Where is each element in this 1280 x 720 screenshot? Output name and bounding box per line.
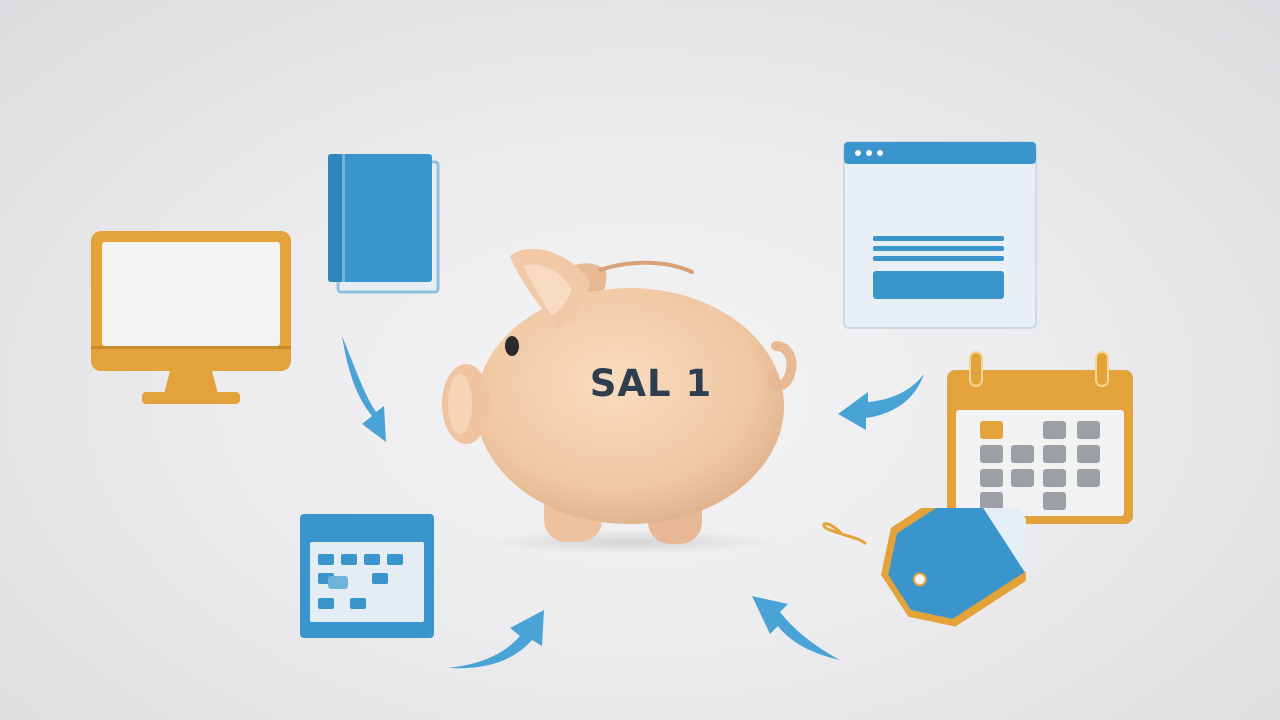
piggy-bank-label: SAL 1 [589,362,713,405]
piggy-bank [440,236,800,556]
calendar-icon [944,348,1136,528]
small-calendar-icon [298,512,436,640]
arrow-icon [834,370,928,432]
book-icon [324,152,442,296]
monitor-icon [88,228,294,410]
arrow-icon [444,606,548,674]
browser-window-icon [842,140,1038,330]
price-tag-icon [816,508,1026,704]
arrow-icon [748,592,844,666]
arrow-icon [334,332,394,448]
